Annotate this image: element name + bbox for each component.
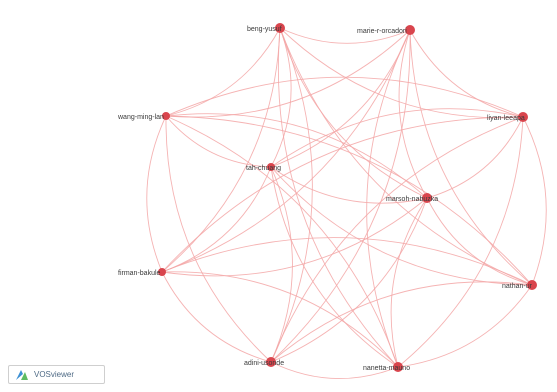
edge-link xyxy=(165,115,399,368)
edge-link xyxy=(165,29,411,118)
edge-link xyxy=(390,197,428,368)
node-n8[interactable]: nathan-ur xyxy=(502,280,537,290)
watermark-label: VOSviewer xyxy=(34,370,75,379)
node-n5[interactable]: tah-chuang xyxy=(246,163,281,172)
node-label: wang-ming-lan xyxy=(117,114,164,121)
node-label: marie-r-orcadori xyxy=(357,28,407,35)
node-n9[interactable]: adini-usonde xyxy=(244,357,284,367)
edge-link xyxy=(165,76,524,118)
edge-link xyxy=(279,27,411,44)
edge-link xyxy=(146,115,167,273)
edge-link xyxy=(165,115,533,286)
node-n10[interactable]: nanetta-mauno xyxy=(363,362,410,372)
edge-link xyxy=(270,197,428,363)
node-label: tah-chuang xyxy=(246,165,281,172)
edge-link xyxy=(522,116,547,286)
node-circle[interactable] xyxy=(158,268,166,276)
edge-link xyxy=(161,27,281,273)
vosviewer-logo-icon xyxy=(16,369,28,380)
node-circle[interactable] xyxy=(266,357,276,367)
edge-link xyxy=(279,27,533,286)
edge-link xyxy=(270,29,411,363)
edge-link xyxy=(270,361,399,379)
edge-link xyxy=(277,27,399,368)
edge-link xyxy=(165,115,272,363)
node-circle[interactable] xyxy=(422,193,432,203)
edge-link xyxy=(161,271,272,363)
edge-link xyxy=(270,166,293,363)
node-circle[interactable] xyxy=(527,280,537,290)
edges-layer xyxy=(146,27,547,379)
edge-link xyxy=(397,284,533,368)
node-n3[interactable]: wang-ming-lan xyxy=(117,112,170,121)
node-n1[interactable]: beng-yusuf xyxy=(247,23,285,33)
edge-link xyxy=(270,27,313,363)
edge-link xyxy=(409,29,524,118)
node-label: adini-usonde xyxy=(244,360,284,367)
edge-link xyxy=(161,166,272,273)
node-circle[interactable] xyxy=(393,362,403,372)
edge-link xyxy=(398,29,428,199)
edge-link xyxy=(270,108,524,168)
edge-link xyxy=(161,29,411,273)
edge-link xyxy=(270,166,533,286)
node-circle[interactable] xyxy=(518,112,528,122)
node-label: nathan-ur xyxy=(502,283,533,290)
edge-link xyxy=(161,197,428,277)
node-label: marsoh-nabuzka xyxy=(386,196,438,203)
node-label: nanetta-mauno xyxy=(363,365,410,372)
node-circle[interactable] xyxy=(405,25,415,35)
node-circle[interactable] xyxy=(275,23,285,33)
nodes-layer: beng-yusuf marie-r-orcadori wang-ming-lan l… xyxy=(117,23,537,372)
node-circle[interactable] xyxy=(267,163,275,171)
edge-link xyxy=(426,197,533,286)
vosviewer-watermark[interactable]: VOSviewer xyxy=(8,365,105,384)
node-label: beng-yusuf xyxy=(247,26,282,33)
edge-link xyxy=(270,116,524,363)
edge-link xyxy=(270,281,533,363)
node-n4[interactable]: liyan-leeapa xyxy=(487,112,528,122)
edge-link xyxy=(366,29,411,368)
edge-link xyxy=(426,116,524,199)
node-n6[interactable]: marsoh-nabuzka xyxy=(386,193,438,203)
edge-link xyxy=(397,116,524,368)
edge-link xyxy=(165,113,428,199)
node-n7[interactable]: firman-bakule xyxy=(118,268,166,277)
edge-link xyxy=(270,166,428,204)
node-n2[interactable]: marie-r-orcadori xyxy=(357,25,415,35)
edge-link xyxy=(165,27,281,117)
edge-link xyxy=(409,29,533,286)
node-circle[interactable] xyxy=(162,112,170,120)
edge-link xyxy=(161,116,524,273)
edge-link xyxy=(270,166,399,368)
edge-link xyxy=(161,271,399,368)
node-label: liyan-leeapa xyxy=(487,115,525,122)
node-label: firman-bakule xyxy=(118,270,161,277)
edge-link xyxy=(161,237,533,286)
edge-link xyxy=(165,115,272,168)
